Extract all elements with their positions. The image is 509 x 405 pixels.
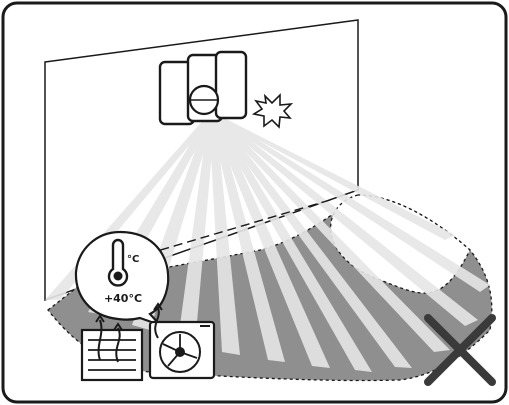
- sunburst-icon: [251, 93, 294, 129]
- radiator-heater-icon: [80, 314, 144, 382]
- outdoor-fan-unit-icon: [148, 302, 216, 380]
- motion-sensor-icon: [158, 50, 248, 126]
- thermometer-icon: [107, 238, 129, 287]
- temperature-bubble: °C +40°C: [74, 230, 170, 327]
- thermometer-unit: °C: [127, 254, 139, 265]
- cross-icon: [424, 314, 496, 386]
- temperature-value: +40°C: [104, 292, 142, 305]
